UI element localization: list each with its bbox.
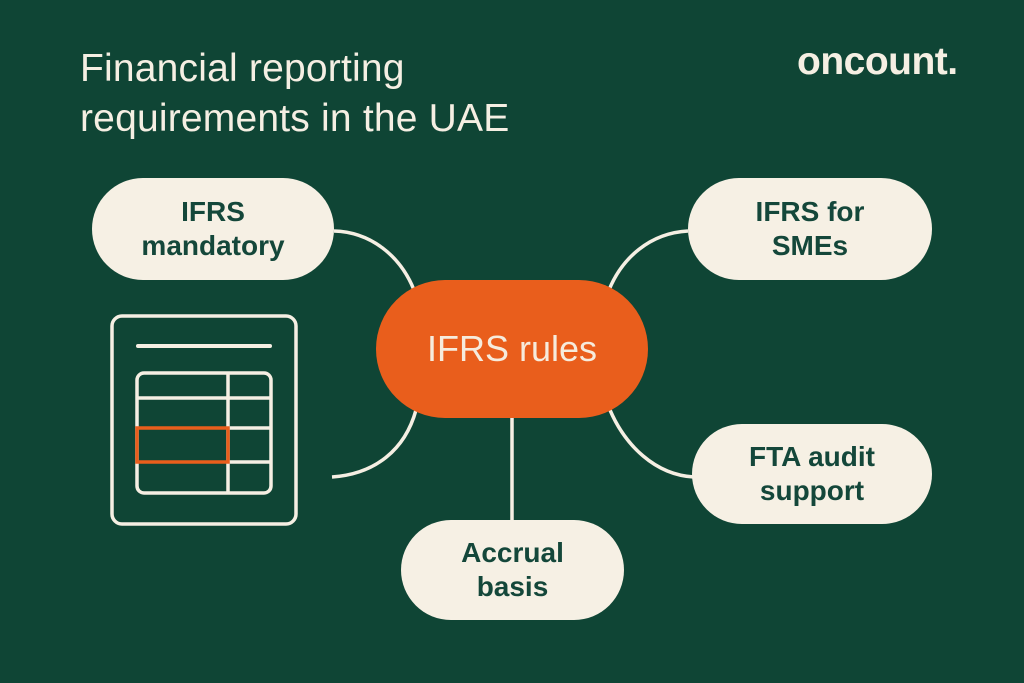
node-label-line2: support xyxy=(759,475,865,506)
node-ifrs-for-smes: IFRS for SMEs xyxy=(688,178,932,280)
connector-bottom-right xyxy=(608,409,695,479)
node-label-line1: IFRS xyxy=(181,196,245,227)
center-node-label: IFRS rules xyxy=(426,328,598,369)
node-label-line1: Accrual xyxy=(461,537,564,568)
connector-top-left xyxy=(333,229,416,291)
document-table-icon xyxy=(110,314,298,526)
center-node-ifrs-rules: IFRS rules xyxy=(376,280,648,418)
title-line-2: requirements in the UAE xyxy=(80,97,510,140)
node-label-line1: FTA audit xyxy=(749,441,875,472)
node-label-line1: IFRS for xyxy=(755,196,865,227)
title-line-1: Financial reporting xyxy=(80,47,405,90)
node-ifrs-mandatory: IFRS mandatory xyxy=(92,178,334,280)
connector-top-right xyxy=(607,229,689,291)
connector-bottom-left xyxy=(331,409,418,479)
node-label-line2: basis xyxy=(476,571,549,602)
page-title: Financial reporting requirements in the … xyxy=(80,44,509,144)
node-label-line2: mandatory xyxy=(141,230,285,261)
node-fta-audit-support: FTA audit support xyxy=(692,424,932,524)
node-accrual-basis: Accrual basis xyxy=(401,520,624,620)
node-label-line2: SMEs xyxy=(771,230,849,261)
brand-logo: oncount. xyxy=(797,40,958,83)
